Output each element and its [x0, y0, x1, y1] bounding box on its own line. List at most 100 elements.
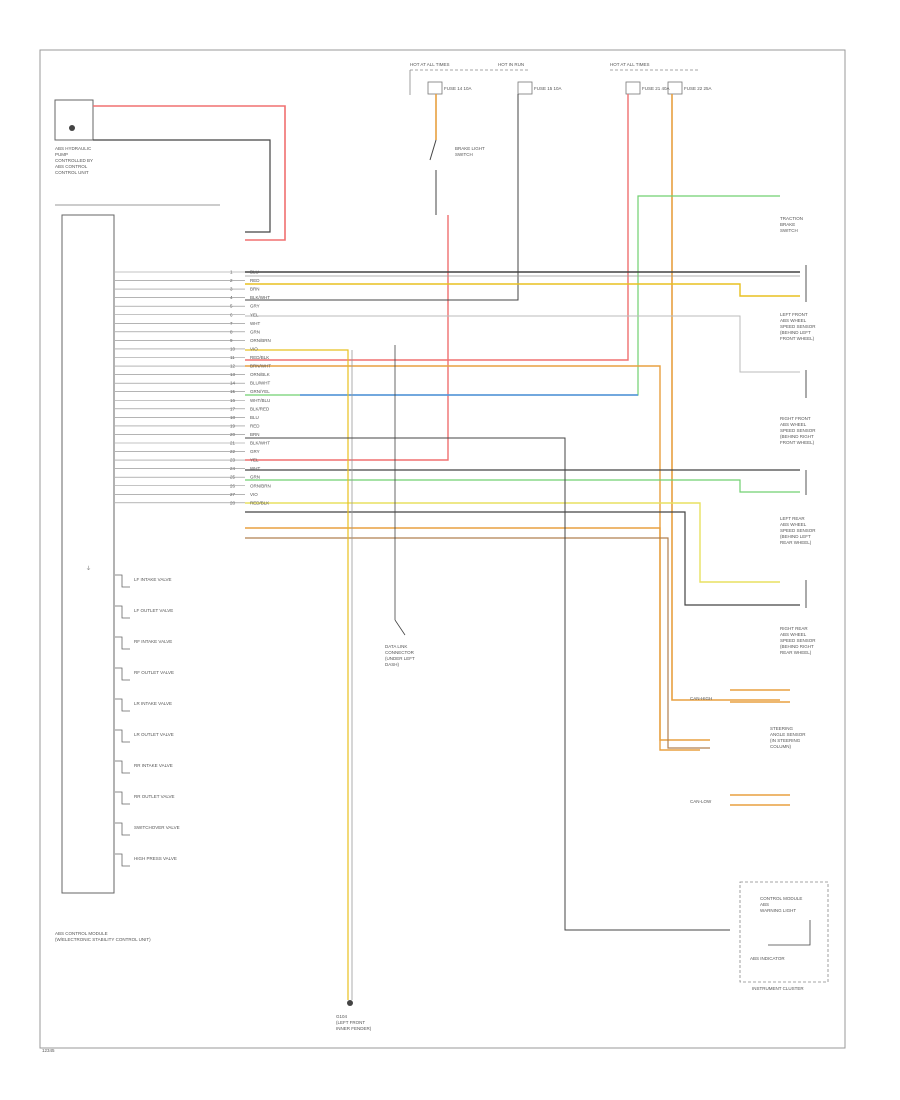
wire-color-tag: BLK/WHT: [250, 441, 270, 446]
fuse-right-title: HOT AT ALL TIMES: [610, 62, 650, 67]
fuse-name: FUSE 15 10A: [534, 86, 562, 91]
valve-label: RF INTAKE VALVE: [134, 639, 172, 644]
valve-label: LF INTAKE VALVE: [134, 577, 172, 582]
wire-color-tag: BLU: [250, 415, 259, 420]
wire-color-tag: RED/BLK: [250, 355, 269, 360]
valve-label: RR OUTLET VALVE: [134, 794, 175, 799]
hot-in-run-text: HOT IN RUN: [498, 62, 524, 67]
fuse-name: FUSE 14 10A: [444, 86, 472, 91]
abs-module-label: ABS CONTROL MODULE(W/ELECTRONIC STABILIT…: [55, 931, 151, 942]
can-labels: CAN-HIGH CAN-LOW: [690, 696, 712, 804]
connector-pins: 1234567891011121314151617181920212223242…: [230, 270, 236, 506]
valve-coil-icon: [115, 760, 130, 774]
wire-color-tag: BRN/WHT: [250, 364, 271, 369]
pump-label-line: CONTROLLED BY: [55, 158, 93, 163]
rr-line: REAR WHEEL): [780, 650, 812, 655]
can-high-text: CAN-HIGH: [690, 696, 712, 701]
wire-color-tag: BLK/RED: [250, 406, 270, 411]
pump-motor-box: [54, 99, 94, 141]
cluster-inner-line: ABS: [760, 902, 769, 907]
wire-fuse-red: [245, 94, 629, 361]
valve-coil-icon: [115, 667, 130, 681]
brake-switch-contact: [429, 139, 437, 215]
rf-line: (BEHIND RIGHT: [780, 434, 814, 439]
wire-color-tag: RED/BLK: [250, 500, 269, 505]
lr-line: LEFT REAR: [780, 516, 805, 521]
pump-motor-icon: [69, 125, 75, 131]
abs-indicator-text: ABS INDICATOR: [750, 956, 785, 961]
fuse-left-title: HOT AT ALL TIMES: [410, 62, 450, 67]
lr-line: ABS WHEEL: [780, 522, 807, 527]
wire-color-tag: RED: [250, 278, 260, 283]
wire-color-tag: BLU/WHT: [250, 381, 271, 386]
wire-fuse-orange: [671, 94, 780, 701]
valve-label: LR INTAKE VALVE: [134, 701, 172, 706]
wire-color-tag: BRN: [250, 287, 260, 292]
wire-color-tag: GRY: [250, 304, 260, 309]
valve-coil-icon: [115, 853, 130, 867]
lr-line: SPEED SENSOR: [780, 528, 816, 533]
valve-coil-icon: [115, 605, 130, 619]
pump-label-line: ABS HYDRAULIC: [55, 146, 92, 151]
wire-color-tag: RED: [250, 423, 260, 428]
can-low-text: CAN-LOW: [690, 799, 712, 804]
fuse-block-left: HOT AT ALL TIMES HOT IN RUN FUSE 14 10A FUS…: [409, 62, 562, 95]
brake-switch-line: BRAKE LIGHT: [455, 146, 485, 151]
wire-lf-yellow: [245, 283, 800, 297]
wire-color-tag: GRN/YEL: [250, 389, 270, 394]
steering-line: (IN STEERING: [770, 738, 801, 743]
valve-label: LR OUTLET VALVE: [134, 732, 174, 737]
valve-coil-icon: [115, 698, 130, 712]
wire-color-tag: GRN: [250, 475, 260, 480]
wire-pump-red: [93, 105, 286, 241]
fuse-name: FUSE 22 25A: [684, 86, 712, 91]
pump-label-line: ABS CONTROL: [55, 164, 88, 169]
valve-coil-icon: [115, 729, 130, 743]
wire-color-tag: GRY: [250, 449, 260, 454]
cluster-inner-line: CONTROL MODULE: [760, 896, 802, 901]
lf-line: ABS WHEEL: [780, 318, 807, 323]
module-label-line: (W/ELECTRONIC STABILITY CONTROL UNIT): [55, 937, 151, 942]
wire-color-tag: ORN/BLK: [250, 372, 270, 377]
abs-module-box: [61, 214, 115, 894]
dlc-line: DASH): [385, 662, 400, 667]
valve-label: SWITCHOVER VALVE: [134, 825, 180, 830]
rr-line: RIGHT REAR: [780, 626, 808, 631]
traction-line: TRACTION: [780, 216, 803, 221]
rf-line: SPEED SENSOR: [780, 428, 816, 433]
wire-color-tag: VIO: [250, 492, 258, 497]
wire-color-tag: BLU: [250, 270, 259, 275]
wire-run-black: [245, 94, 519, 301]
wire-color-tag: BRN: [250, 432, 260, 437]
traction-line: SWITCH: [780, 228, 798, 233]
wire-can-orange: [245, 527, 710, 741]
rf-line: RIGHT FRONT: [780, 416, 811, 421]
valve-coil-icon: [115, 822, 130, 836]
wire-rf-white: [245, 315, 800, 373]
valve-coil-icon: [115, 636, 130, 650]
wire-color-tag: BLK/WHT: [250, 295, 270, 300]
steering-line: COLUMN): [770, 744, 792, 749]
wire-ground-yellow: [245, 349, 349, 1000]
steering-line: STEERING: [770, 726, 794, 731]
wire-dlc: [394, 345, 406, 636]
wire-traction-green: [245, 195, 780, 396]
pump-label-line: CONTROL UNIT: [55, 170, 89, 175]
dlc-line: DATA LINK: [385, 644, 407, 649]
rf-line: FRONT WHEEL): [780, 440, 815, 445]
instrument-cluster-box: [739, 881, 829, 983]
brake-switch-line: SWITCH: [455, 152, 473, 157]
valve-label: RR INTAKE VALVE: [134, 763, 173, 768]
